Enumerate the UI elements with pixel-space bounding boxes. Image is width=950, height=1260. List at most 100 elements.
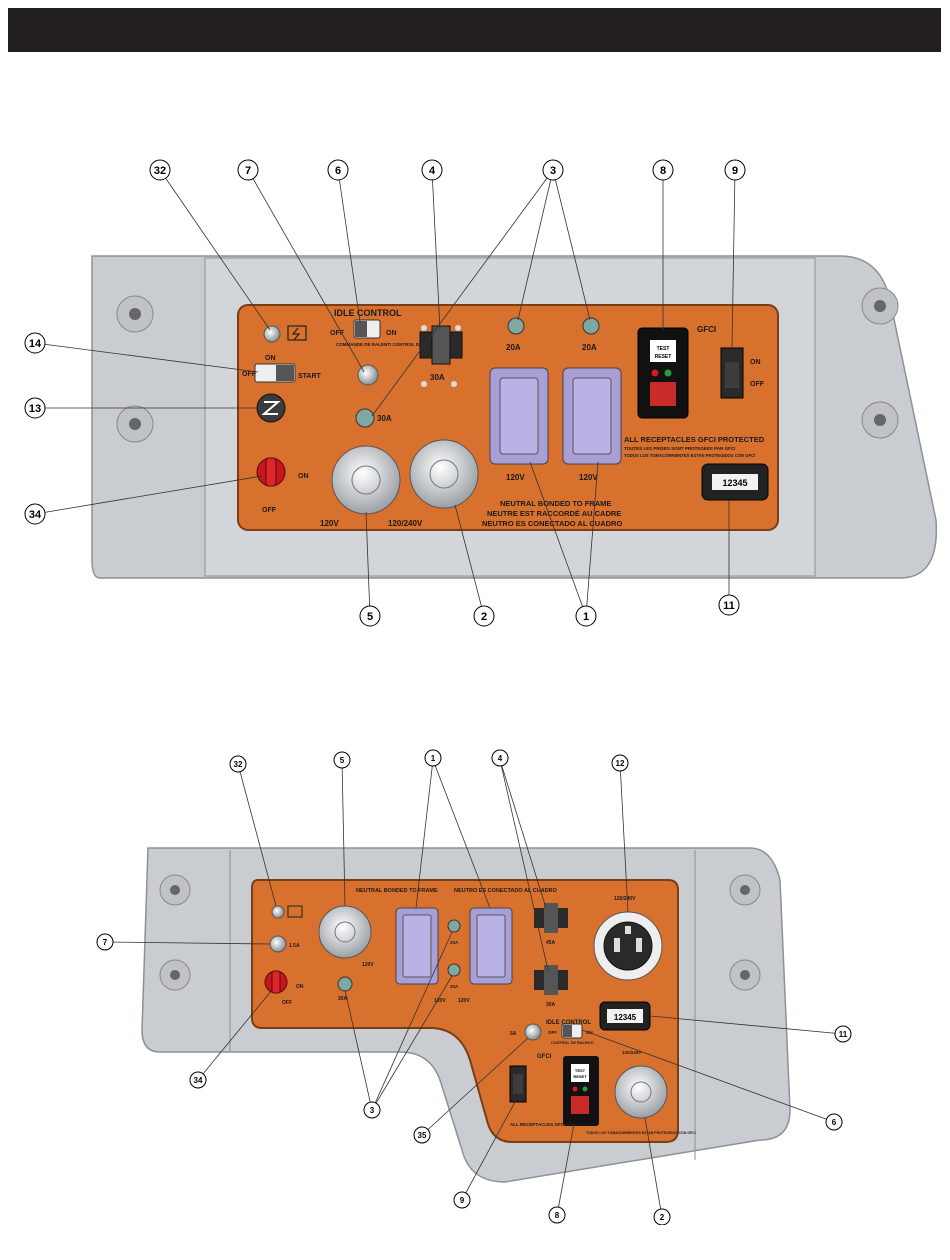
breaker-button-bottom[interactable] xyxy=(269,935,287,953)
callout-2: 2 xyxy=(481,611,487,623)
neutral-label-en: NEUTRAL BONDED TO FRAME xyxy=(500,499,611,508)
callout-4: 4 xyxy=(429,165,436,177)
lightbulb-icon xyxy=(263,325,307,343)
callout-14: 14 xyxy=(29,338,42,350)
callout-b-34: 34 xyxy=(194,1076,203,1085)
callout-b-1: 1 xyxy=(431,754,436,763)
switch-start-label: START xyxy=(298,373,322,380)
neutral-label-fr: NEUTRE EST RACCORDÉ AU CADRE xyxy=(487,509,621,518)
breaker-20a-bottom-a-label: 20A xyxy=(450,940,459,945)
callouts-bottom: 32 5 1 4 12 7 11 34 3 35 6 9 8 2 xyxy=(96,749,852,1225)
callout-b-7: 7 xyxy=(103,938,108,947)
idle-sub-bottom: CONTROL DE RALENTI xyxy=(551,1041,594,1045)
idle-on-label: ON xyxy=(386,330,397,337)
breaker-30a-double[interactable] xyxy=(534,965,568,995)
callout-b-2: 2 xyxy=(660,1213,665,1222)
callout-b-3: 3 xyxy=(370,1106,375,1115)
header-bar xyxy=(8,8,941,52)
breaker-30a-bottom-label: 30A xyxy=(338,996,348,1002)
callouts: 32 7 6 4 3 8 9 14 13 34 5 2 1 11 xyxy=(24,159,746,627)
idle-sub-label: COMMANDE DE RALENTI CONTROL DE RALENTI xyxy=(336,342,443,347)
gfci-module-bottom[interactable] xyxy=(563,1056,599,1126)
breaker-20a-bottom-b-label: 20A xyxy=(450,984,459,989)
idle-off-bottom: OFF xyxy=(548,1030,557,1035)
breaker-5a[interactable] xyxy=(524,1023,542,1041)
gfci-test-label: TEST xyxy=(657,346,670,352)
breaker-30a-small[interactable] xyxy=(355,408,375,428)
choke-knob[interactable] xyxy=(256,393,286,423)
lightbulb-icon-bottom xyxy=(271,905,285,919)
leader-lines-bottom xyxy=(104,759,844,1218)
breaker-20a-bottom-a[interactable] xyxy=(447,919,461,933)
callout-7: 7 xyxy=(245,165,251,177)
callout-b-4: 4 xyxy=(498,754,503,763)
breaker-20a-right-label: 20A xyxy=(582,343,597,352)
outlet-bottom-left[interactable] xyxy=(395,907,439,985)
receptacle-50a[interactable] xyxy=(593,911,663,981)
gfci-switch[interactable] xyxy=(720,347,744,399)
fuel-on-label: ON xyxy=(298,473,309,480)
callout-3: 3 xyxy=(550,165,556,177)
callout-b-8: 8 xyxy=(555,1211,560,1220)
idle-control-switch[interactable] xyxy=(353,319,381,339)
breaker-20a-bottom-b[interactable] xyxy=(447,963,461,977)
switch-on-label: ON xyxy=(265,355,276,362)
fuel-off-label: OFF xyxy=(262,507,277,514)
neutral-bottom-es: NEUTRO ES CONECTADO AL CUADRO xyxy=(454,888,558,894)
fuel-on-bottom: ON xyxy=(296,984,304,990)
breaker-20a-left[interactable] xyxy=(507,317,525,335)
start-switch[interactable] xyxy=(254,363,296,383)
twist-bottom-120v-label: 120V xyxy=(362,962,374,968)
gfci-label: GFCI xyxy=(697,325,716,334)
fuel-valve-knob[interactable] xyxy=(256,457,286,487)
leader-lines xyxy=(34,169,736,617)
switch-off-label: OFF xyxy=(242,371,257,378)
mount-holes-bottom xyxy=(159,874,761,991)
gfci-bottom-label: GFCI xyxy=(537,1054,552,1060)
outlet-right[interactable] xyxy=(562,367,622,465)
twist-lock-120v[interactable] xyxy=(331,445,401,515)
breaker-45a-label: 45A xyxy=(546,940,556,946)
twist-lock-bottom-120-240v[interactable] xyxy=(614,1065,668,1119)
gfci-module[interactable] xyxy=(637,327,689,419)
mount-holes xyxy=(116,287,899,443)
breaker-30a[interactable] xyxy=(419,325,463,365)
gfci-bottom-protect-es: TODOS LOS TOMACORRIENTES ESTAN PROTEGIDO… xyxy=(586,1131,696,1135)
hour-meter-bottom xyxy=(599,1001,651,1031)
idle-control-switch-bottom[interactable] xyxy=(561,1023,583,1039)
breaker-30a-bottom[interactable] xyxy=(337,976,353,992)
twist-lock-120-240v[interactable] xyxy=(409,439,479,509)
breaker-button[interactable] xyxy=(357,364,379,386)
callout-9: 9 xyxy=(732,165,738,177)
fuel-valve-knob-bottom[interactable] xyxy=(264,970,288,994)
receptacle-50a-voltage: 120/240V xyxy=(614,896,636,902)
breaker-30a-double-label: 30A xyxy=(546,1002,556,1008)
callout-8: 8 xyxy=(660,165,666,177)
callout-32: 32 xyxy=(154,165,166,177)
outlet-right-voltage: 120V xyxy=(579,473,598,482)
twist-120-240v-label: 120/240V xyxy=(388,519,423,528)
outlet-left[interactable] xyxy=(489,367,549,465)
callout-b-9: 9 xyxy=(460,1196,465,1205)
gfci-bottom-test: TEST xyxy=(575,1068,586,1073)
callout-34: 34 xyxy=(29,509,42,521)
breaker-20a-right[interactable] xyxy=(582,317,600,335)
breaker-45a[interactable] xyxy=(534,903,568,933)
hour-meter-value: 12345 xyxy=(722,478,747,488)
breaker-20a-left-label: 20A xyxy=(506,343,521,352)
callout-b-6: 6 xyxy=(832,1118,837,1127)
gfci-protect-es: TODOS LOS TOMACORRIENTES ESTAN PROTEGIDO… xyxy=(624,453,755,458)
twist-lock-bottom-120v[interactable] xyxy=(318,905,372,959)
outlet-bottom-right[interactable] xyxy=(469,907,513,985)
idle-off-label: OFF xyxy=(330,330,345,337)
neutral-bottom-en: NEUTRAL BONDED TO FRAME xyxy=(356,888,438,894)
callout-b-11: 11 xyxy=(839,1030,848,1039)
breaker-30a-small-label: 30A xyxy=(377,414,392,423)
breaker-5a-label: 5A xyxy=(510,1031,517,1037)
hour-meter xyxy=(701,463,769,501)
gfci-protect-en: ALL RECEPTACLES GFCI PROTECTED xyxy=(624,435,765,444)
gfci-reset-label: RESET xyxy=(655,354,672,360)
gfci-switch-bottom[interactable] xyxy=(509,1065,527,1103)
callout-5: 5 xyxy=(367,611,373,623)
bottom-panel-diagram: NEUTRAL BONDED TO FRAME NEUTRO ES CONECT… xyxy=(96,749,852,1225)
